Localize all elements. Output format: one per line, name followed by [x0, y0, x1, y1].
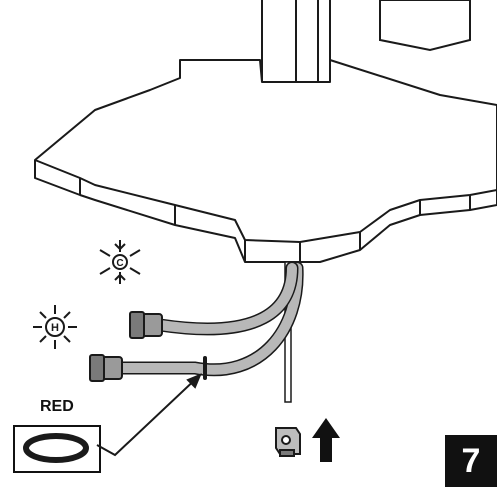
hose-nut-cold — [129, 311, 163, 339]
up-arrow-icon — [312, 418, 340, 462]
step-number-badge: 7 — [445, 435, 497, 487]
sun-icon — [33, 305, 77, 349]
hose-nut-hot — [89, 354, 123, 382]
supply-hoses — [108, 261, 304, 380]
leader-line — [96, 373, 202, 457]
mounting-nut-icon — [275, 427, 301, 457]
cold-symbol-letter: C — [116, 258, 123, 269]
red-washer-icon — [23, 433, 89, 463]
snowflake-icon — [99, 240, 141, 284]
washer-label: RED — [40, 398, 74, 415]
countertop — [34, 59, 497, 263]
hot-symbol-letter: H — [51, 322, 59, 334]
